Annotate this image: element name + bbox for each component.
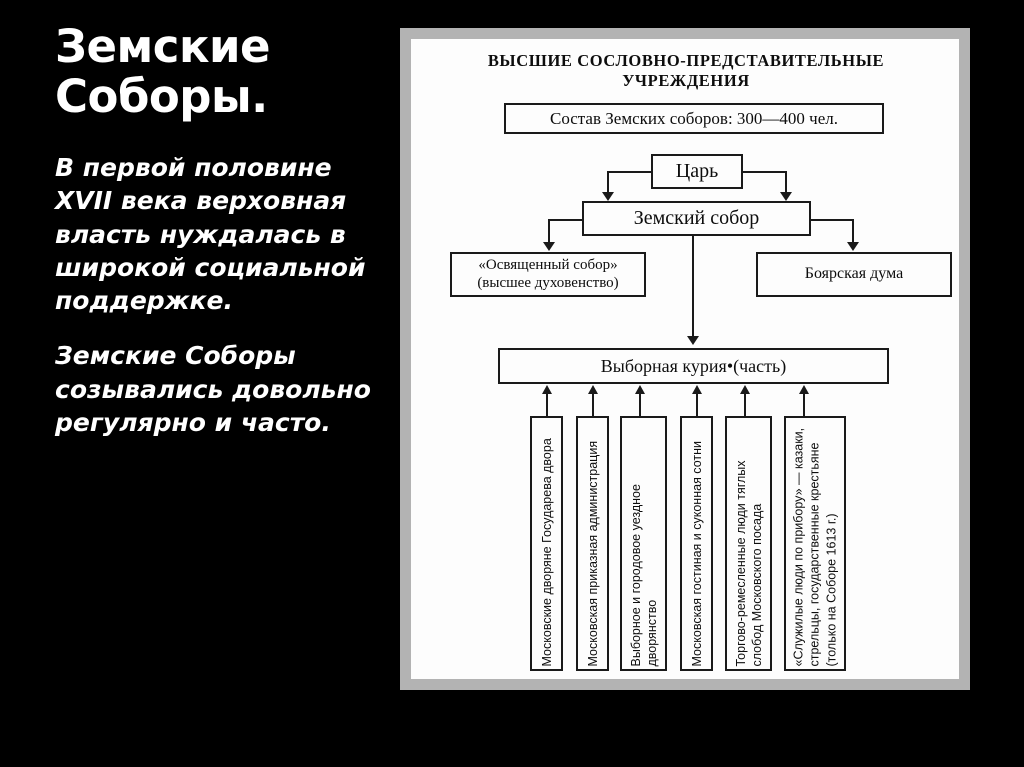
leaf-box-6: «Служилые люди по прибору» — казаки, стр… [784, 416, 846, 671]
arrowhead-osv [543, 242, 555, 251]
leaf-label-4: Московская гостиная и суконная сотни [689, 440, 704, 667]
leaf-box-1: Московские дворяне Государева двора [530, 416, 563, 671]
body-paragraph-2: Земские Соборы созывались довольно регул… [55, 341, 371, 437]
leaf-label-6: «Служилые люди по прибору» — казаки, стр… [791, 427, 839, 666]
arrowhead-tsar-right [780, 192, 792, 201]
arrowhead-boyar [847, 242, 859, 251]
slide-text-column: Земские Соборы. В первой половине XVII в… [55, 22, 395, 662]
leaf-box-4: Московская гостиная и суконная сотни [680, 416, 713, 671]
connector-osv-v [548, 219, 550, 243]
connector-tsar-right-h [741, 171, 787, 173]
connector-osv-h [548, 219, 584, 221]
leaf-label-2: Московская приказная администрация [585, 440, 600, 666]
leaf-label-1: Московские дворяне Государева двора [539, 437, 554, 666]
node-tsar: Царь [651, 154, 743, 189]
connector-leaf-4-v [696, 393, 698, 417]
connector-kuria-v [692, 236, 694, 337]
body-paragraph-1: В первой половине XVII века верховная вл… [55, 153, 366, 315]
arrowhead-leaf-6 [799, 385, 809, 394]
arrowhead-tsar-left [602, 192, 614, 201]
connector-boyar-v [852, 219, 854, 243]
arrowhead-leaf-5 [740, 385, 750, 394]
arrowhead-leaf-1 [542, 385, 552, 394]
connector-leaf-6-v [803, 393, 805, 417]
node-osvyashchenny-sobor: «Освященный собор» (высшее духовенство) [450, 252, 646, 297]
diagram-heading: ВЫСШИЕ СОСЛОВНО-ПРЕДСТАВИТЕЛЬНЫЕ УЧРЕЖДЕ… [487, 51, 885, 91]
arrowhead-leaf-4 [692, 385, 702, 394]
node-zemsky-sobor: Земский собор [582, 201, 811, 236]
arrowhead-leaf-2 [588, 385, 598, 394]
leaf-box-5: Торгово-ремесленные люди тяглых слобод М… [725, 416, 772, 671]
connector-tsar-left-v [607, 171, 609, 193]
diagram-canvas: ВЫСШИЕ СОСЛОВНО-ПРЕДСТАВИТЕЛЬНЫЕ УЧРЕЖДЕ… [411, 39, 959, 679]
connector-leaf-1-v [546, 393, 548, 417]
leaf-box-2: Московская приказная администрация [576, 416, 609, 671]
connector-leaf-5-v [744, 393, 746, 417]
connector-leaf-3-v [639, 393, 641, 417]
connector-boyar-h [809, 219, 854, 221]
node-vybornaya-kuria: Выборная курия•(часть) [498, 348, 889, 384]
node-composition: Состав Земских соборов: 300—400 чел. [504, 103, 884, 134]
diagram-frame: ВЫСШИЕ СОСЛОВНО-ПРЕДСТАВИТЕЛЬНЫЕ УЧРЕЖДЕ… [400, 28, 970, 690]
node-boyarskaya-duma: Боярская дума [756, 252, 952, 297]
leaf-label-5: Торгово-ремесленные люди тяглых слобод М… [733, 459, 764, 666]
connector-tsar-right-v [785, 171, 787, 193]
arrowhead-kuria [687, 336, 699, 345]
connector-leaf-2-v [592, 393, 594, 417]
arrowhead-leaf-3 [635, 385, 645, 394]
leaf-label-3: Выборное и городовое уездное дворянство [628, 483, 659, 666]
connector-tsar-left-h [607, 171, 653, 173]
page-title: Земские Соборы. [55, 20, 271, 123]
leaf-box-3: Выборное и городовое уездное дворянство [620, 416, 667, 671]
